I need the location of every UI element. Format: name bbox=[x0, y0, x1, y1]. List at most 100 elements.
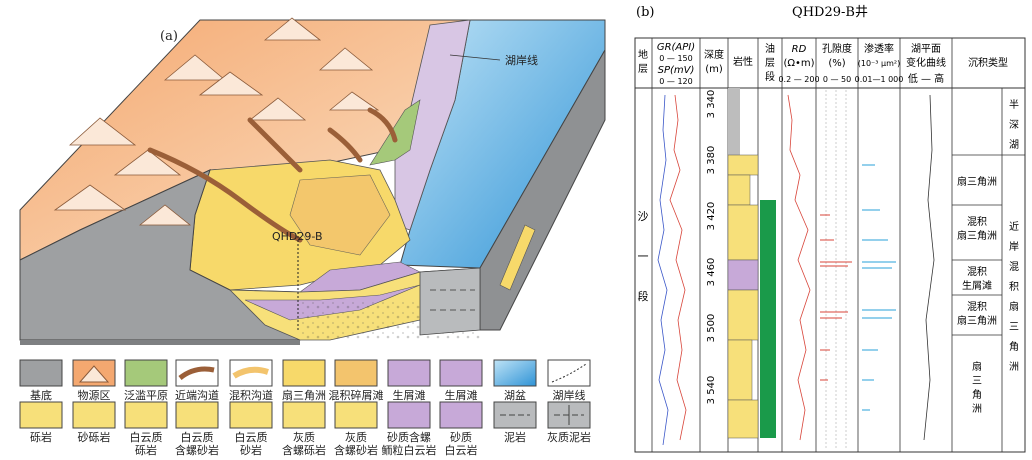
svg-text:混: 混 bbox=[1009, 261, 1019, 273]
svg-text:扇三角洲: 扇三角洲 bbox=[957, 229, 997, 242]
svg-text:近: 近 bbox=[1009, 220, 1019, 233]
legend-label-5: 混积沟道 bbox=[229, 389, 273, 402]
svg-text:岸: 岸 bbox=[1009, 241, 1019, 253]
svg-text:RD: RD bbox=[792, 44, 807, 55]
svg-text:3 540: 3 540 bbox=[706, 376, 717, 405]
svg-text:0.2 — 200: 0.2 — 200 bbox=[778, 75, 819, 84]
block-diagram: QHD29-B 湖岸线 (a) bbox=[19, 17, 606, 429]
legend-label-row2-8: 砂质含螺鲕粒白云岩 bbox=[381, 431, 437, 457]
svg-text:油: 油 bbox=[765, 42, 775, 55]
well-log: (b) QHD29-B井 地 层 GR(API) 0 — 150 SP(mV) … bbox=[634, 5, 1026, 453]
svg-text:深: 深 bbox=[1009, 119, 1019, 131]
svg-text:3 500: 3 500 bbox=[706, 314, 717, 343]
well-label: QHD29-B bbox=[272, 230, 323, 243]
svg-text:0 — 150: 0 — 150 bbox=[659, 54, 692, 63]
svg-text:角: 角 bbox=[972, 389, 982, 401]
svg-text:深度: 深度 bbox=[704, 48, 724, 61]
lens-right bbox=[499, 224, 536, 291]
channels bbox=[147, 107, 398, 243]
svg-text:(10⁻³ μm²): (10⁻³ μm²) bbox=[858, 59, 900, 68]
legend-label-2: 物源区 bbox=[77, 389, 111, 402]
svg-text:一: 一 bbox=[638, 250, 649, 263]
svg-text:0 — 50: 0 — 50 bbox=[823, 75, 851, 84]
svg-text:3 460: 3 460 bbox=[706, 258, 717, 287]
gr-curve bbox=[669, 94, 687, 441]
svg-text:3 340: 3 340 bbox=[706, 90, 717, 119]
svg-text:生屑滩: 生屑滩 bbox=[962, 279, 992, 292]
svg-text:洲: 洲 bbox=[1009, 361, 1019, 373]
well-title: QHD29-B井 bbox=[792, 5, 868, 20]
legend-label-row2-2: 砂砾岩 bbox=[77, 431, 111, 444]
svg-text:岩性: 岩性 bbox=[733, 55, 753, 68]
legend-label-6: 扇三角洲 bbox=[282, 389, 326, 402]
svg-text:(%): (%) bbox=[828, 58, 845, 69]
svg-text:段: 段 bbox=[638, 289, 649, 303]
legend-label-row2-7: 灰质含螺砂岩 bbox=[334, 431, 378, 457]
svg-text:3 380: 3 380 bbox=[706, 146, 717, 175]
svg-text:SP(mV): SP(mV) bbox=[658, 65, 695, 76]
svg-text:3 420: 3 420 bbox=[706, 202, 717, 231]
oil-layer-bar bbox=[760, 200, 776, 438]
depth-ticks: 3 340 3 380 3 420 3 460 3 500 3 540 bbox=[706, 90, 717, 405]
legend-label-row2-11: 灰质泥岩 bbox=[547, 431, 591, 444]
legend-row1-swatches bbox=[19, 359, 591, 387]
legend-label-row2-1: 砾岩 bbox=[30, 431, 52, 444]
svg-text:(Ω•m): (Ω•m) bbox=[783, 58, 814, 69]
porosity-grid bbox=[825, 90, 847, 450]
legend-label-row2-10: 泥岩 bbox=[504, 431, 526, 444]
svg-text:(m): (m) bbox=[705, 64, 723, 75]
mountain-icons bbox=[53, 17, 380, 226]
svg-text:湖: 湖 bbox=[1009, 139, 1019, 151]
legend-row2-swatches bbox=[19, 401, 591, 429]
shoreline-label: 湖岸线 bbox=[505, 53, 538, 67]
legend-label-row2-9: 砂质白云岩 bbox=[444, 431, 478, 457]
svg-text:渗透率: 渗透率 bbox=[864, 42, 894, 55]
svg-text:三: 三 bbox=[972, 376, 982, 387]
legend-label-11: 湖岸线 bbox=[552, 389, 586, 402]
svg-text:0.01—1 000: 0.01—1 000 bbox=[855, 75, 904, 84]
svg-text:低 — 高: 低 — 高 bbox=[908, 72, 944, 85]
svg-text:层: 层 bbox=[638, 63, 648, 75]
svg-text:地: 地 bbox=[638, 48, 648, 61]
porosity-bars bbox=[820, 214, 852, 381]
legend-label-8: 生屑滩 bbox=[392, 389, 426, 402]
permeability-bars bbox=[862, 164, 896, 411]
svg-text:变化曲线: 变化曲线 bbox=[906, 56, 946, 69]
svg-text:混积: 混积 bbox=[967, 301, 987, 313]
svg-text:混积: 混积 bbox=[967, 216, 987, 228]
stratum-name: 沙 一 段 bbox=[638, 210, 649, 303]
svg-text:沙: 沙 bbox=[638, 210, 649, 223]
svg-text:湖平面: 湖平面 bbox=[911, 43, 941, 55]
legend-label-row2-4: 白云质含螺砂岩 bbox=[175, 431, 219, 457]
svg-text:扇三角洲: 扇三角洲 bbox=[957, 314, 997, 327]
legend-label-row2-5: 白云质砂岩 bbox=[234, 431, 268, 457]
facies-dividers bbox=[952, 154, 1025, 336]
svg-text:0 — 120: 0 — 120 bbox=[659, 77, 692, 86]
legend-label-1: 基底 bbox=[30, 389, 52, 402]
right-front-section bbox=[419, 267, 481, 336]
lake-level-curve bbox=[923, 94, 935, 441]
svg-text:扇: 扇 bbox=[972, 360, 982, 373]
sp-curve bbox=[657, 94, 669, 446]
svg-text:扇三角洲: 扇三角洲 bbox=[957, 175, 997, 188]
svg-text:扇: 扇 bbox=[1009, 300, 1019, 313]
mixed-beach bbox=[289, 174, 391, 256]
svg-text:半: 半 bbox=[1009, 98, 1019, 111]
svg-text:积: 积 bbox=[1009, 281, 1019, 293]
rd-curve bbox=[787, 94, 811, 441]
svg-text:混积: 混积 bbox=[967, 266, 987, 278]
lithology-column bbox=[727, 88, 759, 439]
panel-a-label: (a) bbox=[160, 29, 178, 44]
legend-label-row2-3: 白云质砾岩 bbox=[129, 431, 163, 457]
svg-text:段: 段 bbox=[765, 70, 775, 83]
facies-outer: 半 深 湖 近 岸 混 积 扇 三 角 洲 bbox=[1009, 98, 1019, 373]
svg-text:孔隙度: 孔隙度 bbox=[822, 42, 852, 55]
legend-label-4: 近端沟道 bbox=[175, 389, 219, 402]
svg-text:角: 角 bbox=[1009, 341, 1019, 353]
log-headers: 地 层 GR(API) 0 — 150 SP(mV) 0 — 120 深度 (m… bbox=[638, 42, 1008, 86]
legend-label-7: 混积碎屑滩 bbox=[328, 389, 384, 402]
legend-label-row2-6: 灰质含螺砾岩 bbox=[282, 431, 326, 457]
svg-text:沉积类型: 沉积类型 bbox=[968, 56, 1008, 69]
svg-text:层: 层 bbox=[765, 57, 775, 69]
